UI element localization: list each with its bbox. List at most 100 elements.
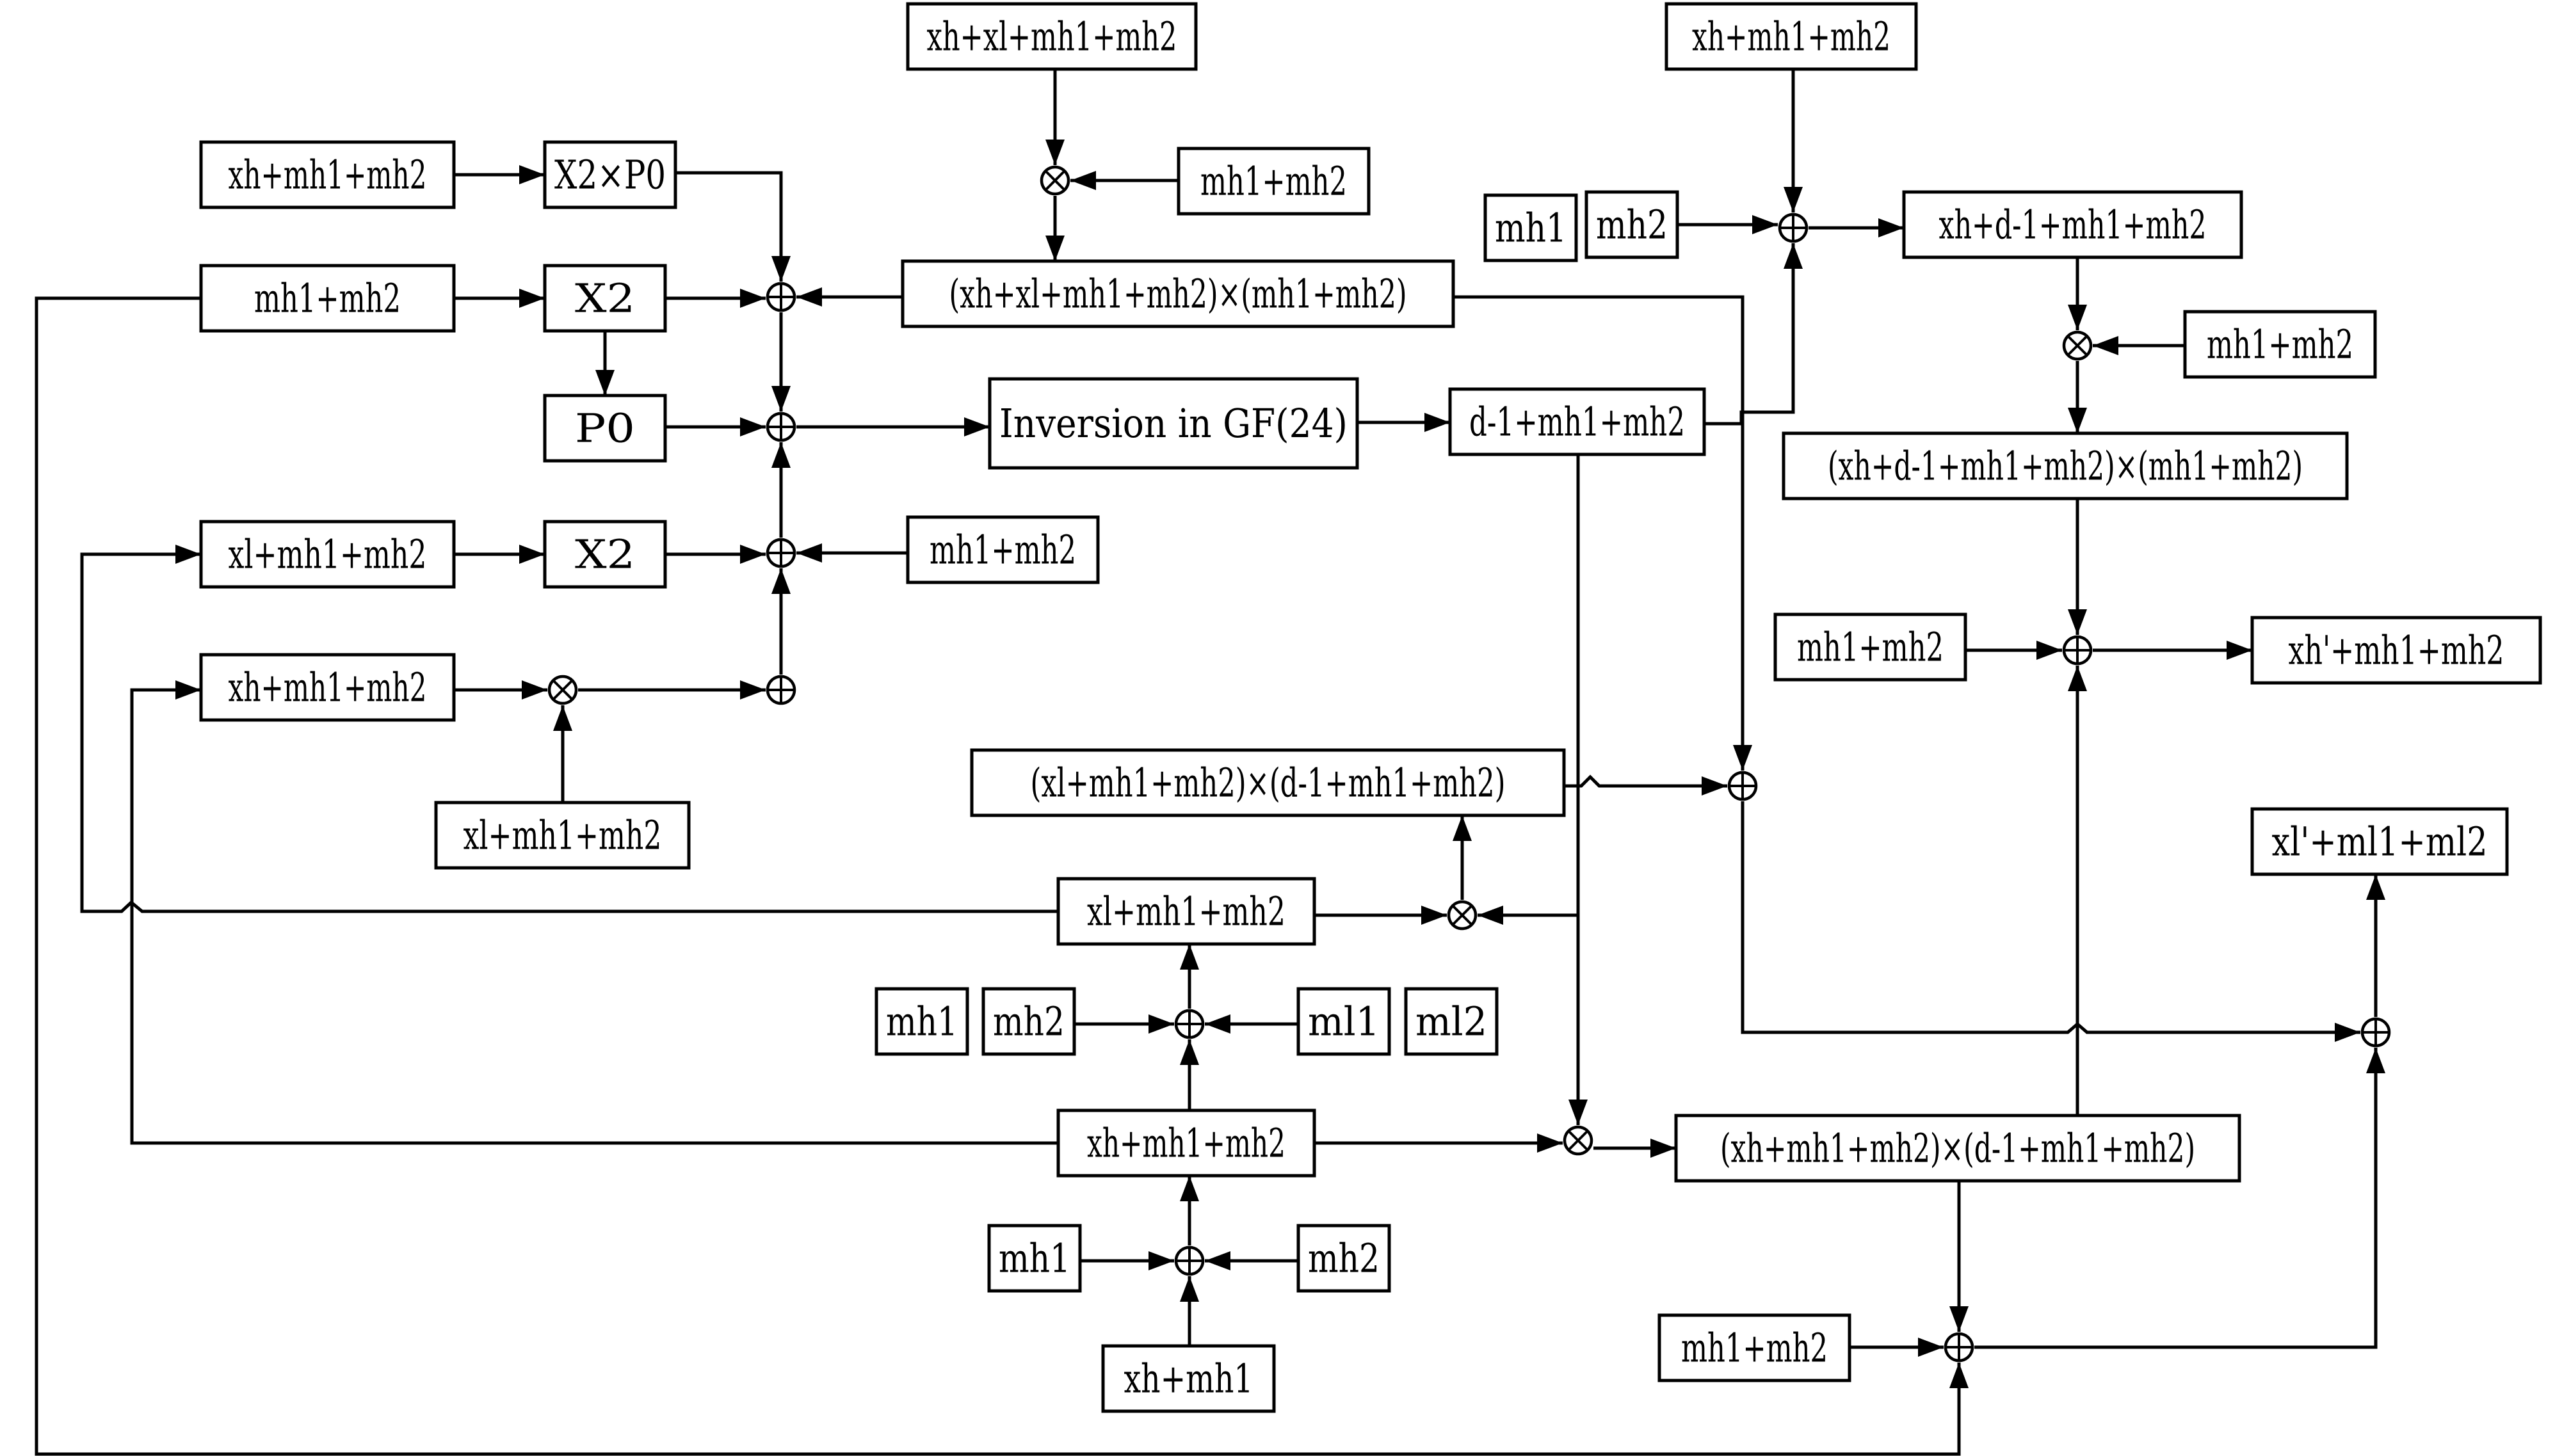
label: xl+mh1+mh2 [229,531,427,578]
box-xh-mh1: xh+mh1 [1101,1344,1276,1413]
box-mh1-b: mh1 [987,1224,1082,1293]
wire-prodmid-to-xor7 [1564,774,1727,796]
label: mh1 [999,1235,1070,1282]
box-xl-mh1-mh2-input-2: xl+mh1+mh2 [434,801,691,870]
box-mh1-a: mh1 [874,987,969,1056]
box-xl-mh1-mh2-mid: xl+mh1+mh2 [1056,877,1316,946]
mul-node-2 [547,675,578,705]
label: mh1 [1495,205,1567,252]
box-mh1-mh2-mask-top: mh1+mh2 [1177,147,1371,216]
label: (xl+mh1+mh2)×(d-1+mh1+mh2) [1031,760,1506,806]
label: mh1+mh2 [254,275,401,322]
xor-node-11 [1944,1332,1974,1363]
xor-node-7 [1727,771,1758,801]
xor-node-3 [766,538,796,568]
box-product-mid: (xl+mh1+mh2)×(d-1+mh1+mh2) [970,748,1566,817]
box-mh2-b: mh2 [1296,1224,1391,1293]
mul-node-3 [2062,330,2093,361]
label: xl+mh1+mh2 [463,812,662,859]
box-xh-mh1-mh2-input: xh+mh1+mh2 [199,140,456,209]
label: ml1 [1308,998,1380,1045]
box-xh-mh1-mh2-top-right: xh+mh1+mh2 [1664,2,1918,71]
xor-node-10 [2360,1017,2391,1048]
box-mh1-mh2-left: mh1+mh2 [199,264,456,333]
label: mh2 [1596,202,1668,248]
label: X2 [575,531,635,578]
label: mh1+mh2 [1200,158,1347,205]
xor-node-5 [1778,212,1809,243]
label: mh1+mh2 [930,527,1076,573]
label: xl+mh1+mh2 [1087,888,1286,935]
box-mh1-mh2-low: mh1+mh2 [1657,1313,1851,1382]
wire-dinv-to-xor5 [1704,243,1803,426]
label: mh1+mh2 [2207,321,2353,368]
mul-node-4 [1447,900,1478,931]
label: (xh+xl+mh1+mh2)×(mh1+mh2) [949,271,1407,317]
label: mh2 [1308,1235,1380,1282]
box-product-top: (xh+xl+mh1+mh2)×(mh1+mh2) [901,259,1455,328]
label: mh1+mh2 [1681,1325,1828,1372]
label: ml2 [1415,998,1487,1045]
box-xh-mh1-mh2-mid: xh+mh1+mh2 [1056,1108,1316,1178]
label: mh1 [886,998,958,1045]
box-xh-mh1-mh2-input-2: xh+mh1+mh2 [199,653,456,722]
box-X-squared: X2 [543,520,667,589]
xor-node-9 [1174,1245,1205,1276]
xor-node-1 [766,282,796,312]
box-mh2-a: mh2 [981,987,1076,1056]
label: (xh+mh1+mh2)×(d-1+mh1+mh2) [1720,1125,2195,1172]
box-X2: X2 [543,264,667,333]
label: xh+d-1+mh1+mh2 [1939,202,2207,248]
label: P0 [575,405,635,452]
wire-mm-left-feedback [35,296,1969,1456]
label: d-1+mh1+mh2 [1469,399,1685,445]
box-xh-dinv-mh1-mh2: xh+d-1+mh1+mh2 [1902,190,2243,259]
xor-node-8 [1174,1009,1205,1039]
box-mh1-mh2-right-1: mh1+mh2 [2183,310,2377,379]
box-mh1-right: mh1 [1483,193,1578,262]
box-product-right: (xh+d-1+mh1+mh2)×(mh1+mh2) [1782,431,2349,500]
label: X2 [575,275,635,322]
box-X2-times-P0: X2×P0 [543,140,677,209]
box-mh1-mh2-right-2: mh1+mh2 [1773,612,1967,682]
label: xh'+mh1+mh2 [2289,627,2504,674]
wire-X2P0-to-xor1 [675,171,791,282]
wire-xlmm-mid-feedback [80,545,1058,913]
wire-xhmm-mid-feedback [130,680,1058,1145]
wire-xor7-to-xor10 [1741,801,2360,1042]
box-xh-output: xh'+mh1+mh2 [2250,616,2542,685]
box-xl-output: xl'+ml1+ml2 [2250,807,2509,876]
label: (xh+d-1+mh1+mh2)×(mh1+mh2) [1828,443,2303,490]
wire-xor11-to-xor10 [1974,1048,2385,1349]
label: xh+mh1+mh2 [229,664,427,711]
box-ml1: ml1 [1296,987,1391,1056]
label: xh+mh1+mh2 [229,152,427,198]
label: xl'+ml1+ml2 [2272,819,2488,865]
box-ml2: ml2 [1404,987,1499,1056]
box-mh1-mh2-mid: mh1+mh2 [906,515,1100,584]
operator-nodes [547,165,2391,1363]
label: mh2 [993,998,1065,1045]
label: Inversion in GF(24) [999,400,1348,447]
box-inversion-gf24: Inversion in GF(24) [988,377,1359,470]
box-P0: P0 [543,394,667,463]
mul-node-1 [1040,165,1070,196]
label: X2×P0 [554,152,666,198]
connection-wires [35,69,2385,1456]
box-xl-mh1-mh2-input: xl+mh1+mh2 [199,520,456,589]
xor-node-4 [766,675,796,705]
xor-node-6 [2062,635,2093,666]
mul-node-5 [1563,1125,1593,1156]
label: mh1+mh2 [1797,624,1944,671]
box-product-low: (xh+mh1+mh2)×(d-1+mh1+mh2) [1674,1114,2241,1183]
box-xh-xl-mh1-mh2-top: xh+xl+mh1+mh2 [906,2,1198,71]
label: xh+xl+mh1+mh2 [927,13,1177,60]
label: xh+mh1+mh2 [1692,13,1890,60]
label: xh+mh1 [1124,1356,1253,1402]
label: xh+mh1+mh2 [1087,1120,1286,1167]
wire-product-to-xor7 [1453,295,1752,771]
box-dinv-mh1-mh2: d-1+mh1+mh2 [1448,387,1706,456]
xor-node-2 [766,412,796,442]
box-mh2-right: mh2 [1584,190,1679,259]
